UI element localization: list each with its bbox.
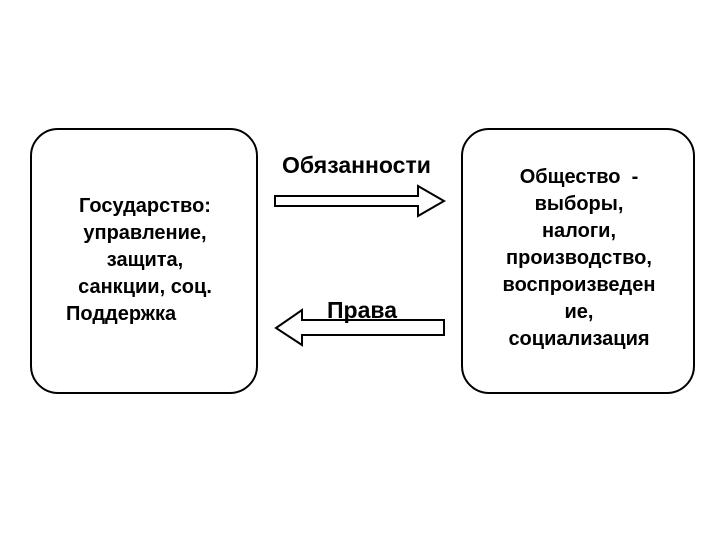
society-box-line: Общество - [519, 166, 639, 188]
state-box-line: Государство: [79, 195, 211, 217]
society-box-text: Общество - выборы, налоги, производство,… [466, 164, 692, 353]
rights-label: Права [327, 297, 397, 323]
society-box-line: налоги, [541, 220, 617, 242]
society-box-line: воспроизведен [502, 274, 656, 296]
state-box-line: управление, [83, 222, 207, 244]
state-box-line: защита, [106, 249, 184, 271]
state-box-text: Государство: управление, защита, санкции… [36, 193, 254, 328]
state-box [30, 128, 258, 394]
society-box-line: ие, [564, 301, 594, 323]
duties-label: Обязанности [282, 152, 431, 178]
right-arrow [274, 184, 447, 218]
state-box-line: Поддержка [66, 303, 177, 325]
society-box [461, 128, 695, 394]
society-box-line: выборы, [534, 193, 624, 215]
society-box-line: социализация [508, 328, 650, 350]
society-box-line: производство, [506, 247, 652, 269]
state-box-line: санкции, соц. [78, 276, 212, 298]
